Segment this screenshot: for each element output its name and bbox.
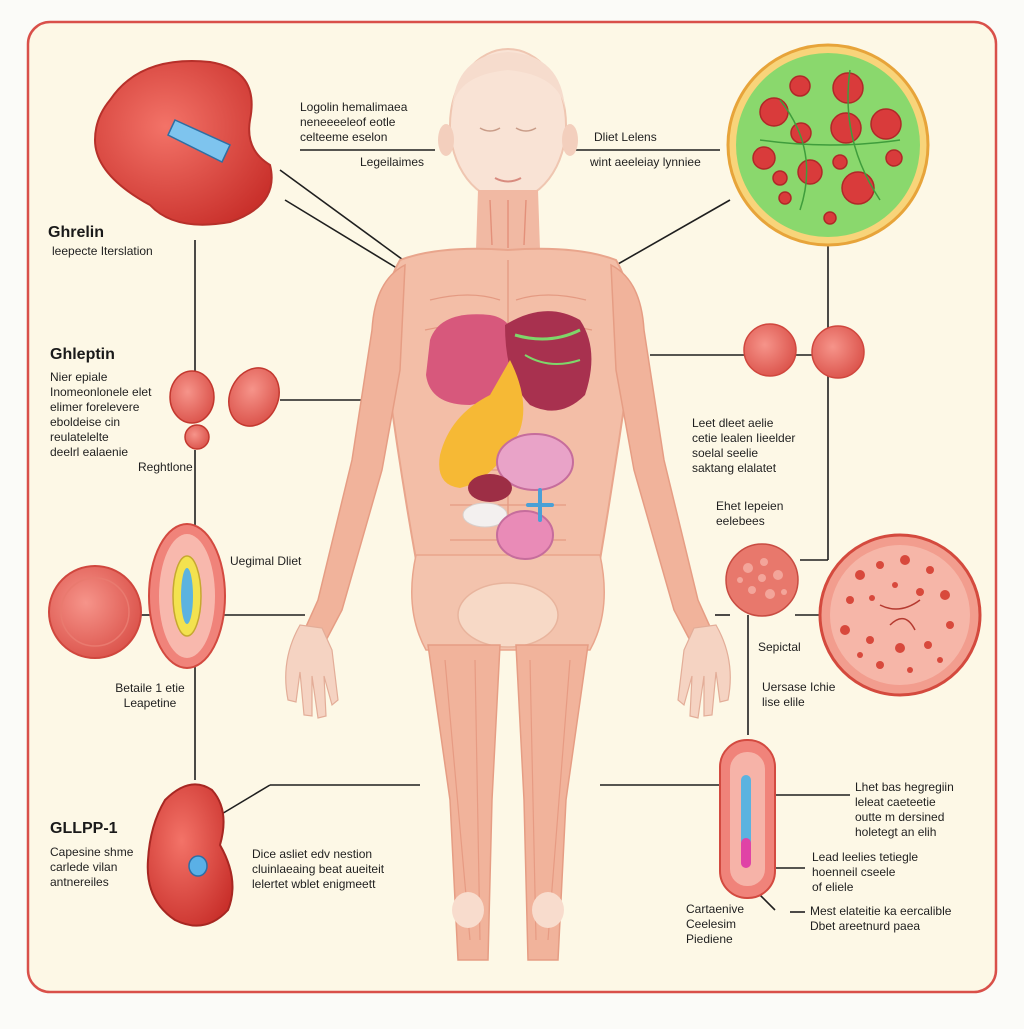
- bottom-middle-note: Dice asliet edv nestion cluinlaeaing bea…: [252, 847, 385, 891]
- ghleptin-description: Nier epiale Inomeonlonele elet elimer fo…: [50, 370, 152, 459]
- top-right-title: Dliet Lelens: [594, 130, 657, 144]
- top-right-note: wint aeeleiay lynniee: [590, 155, 701, 169]
- green-vesicle-cell-icon: [726, 43, 930, 247]
- left-hand: [285, 624, 339, 719]
- intestine-organ: [496, 433, 574, 491]
- right-blood-cells-icon: [743, 323, 865, 379]
- kidney-cell-icon: [93, 60, 273, 226]
- ghleptin-title: Ghleptin: [50, 346, 115, 363]
- round-red-cell-icon: [48, 565, 142, 659]
- most-note: Mest elateitie ka eercalible Dbet areetn…: [810, 904, 952, 933]
- ghrelin-subtitle: leepecte Iterslation: [52, 244, 153, 258]
- reghtione-label: Reghtlone: [138, 460, 193, 474]
- right-hepsin-note: Ehet Iepeien eelebees: [716, 499, 784, 528]
- lead-note: Lead leelies tetiegle hoenneil cseele of…: [812, 850, 919, 894]
- liver-cell-icon: [146, 783, 234, 927]
- large-tissue-cell-icon: [818, 533, 982, 697]
- betaile-label: Betaile 1 etie Leapetine: [115, 681, 185, 710]
- glp1-title: GLLPP-1: [50, 820, 118, 837]
- human-figure: [285, 48, 731, 961]
- ghrelin-title: Ghrelin: [48, 224, 105, 241]
- glp1-description: Capesine shme carlede vilan antnereiles: [50, 845, 134, 889]
- uersase-note: Uersase Ichie lise elile: [762, 680, 836, 709]
- right-middle-note: Leet dleet aelie cetie lealen Iieelder s…: [692, 416, 796, 475]
- tissue-cross-section-icon: [725, 543, 799, 617]
- red-blood-cell-icon: [169, 367, 280, 450]
- sepictal-label: Sepictal: [758, 640, 801, 654]
- stomach-organ: [505, 311, 592, 411]
- lhet-hep-note: Lhet bas hegregiin leleat caeteetie outt…: [855, 780, 954, 839]
- capsule-cell-icon: [719, 739, 776, 899]
- carts-note: Cartaenive Ceelesim Piediene: [686, 902, 745, 946]
- right-hand: [677, 624, 731, 719]
- intestinal-villi-cell-icon: [148, 523, 226, 669]
- connector-lines: [140, 149, 850, 913]
- top-left-note: Logolin hemalimaea neneeeeleof eotle cel…: [300, 100, 408, 144]
- liver-organ: [426, 314, 516, 405]
- veginal-diet-label: Uegimal Dliet: [230, 554, 302, 568]
- top-left-legend: Legeilaimes: [360, 155, 425, 169]
